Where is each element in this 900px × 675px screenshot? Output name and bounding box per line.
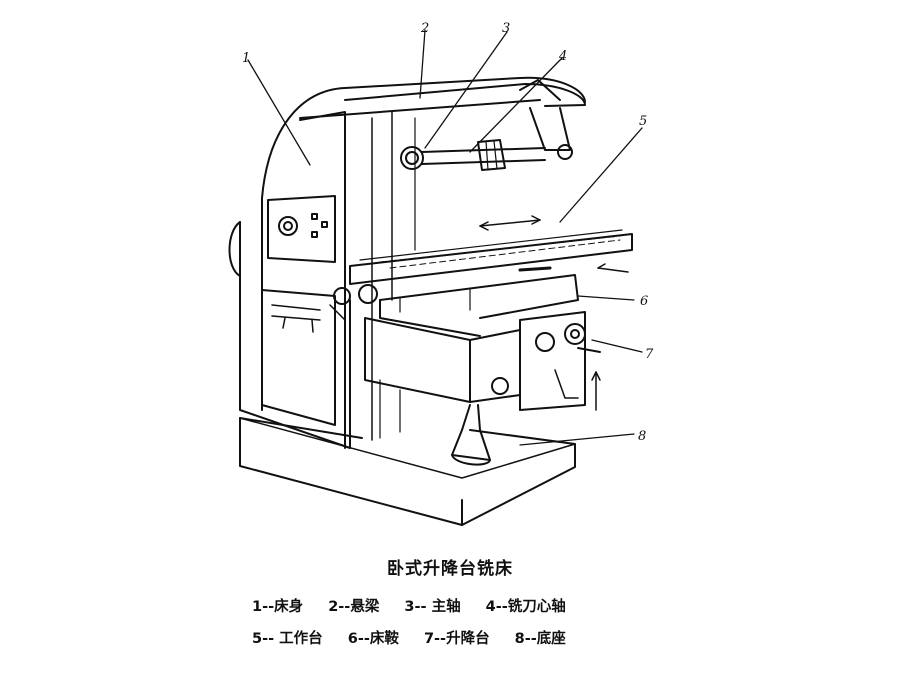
legend-item-spindle: 3-- 主轴 [404,599,461,615]
column-drawing [228,76,586,449]
spindle-arbor-drawing [400,139,546,171]
legend-item-saddle: 6--床鞍 [347,631,399,647]
callout-1: 1 [242,51,250,66]
saddle-drawing [379,274,579,337]
callout-6: 6 [640,294,648,309]
legend-row-1: 1--床身 2--悬梁 3-- 主轴 4--铣刀心轴 [252,595,566,616]
legend-item-worktable: 5-- 工作台 [252,631,323,647]
overarm-drawing [299,79,586,160]
legend-item-knee: 7--升降台 [423,631,490,647]
leader-lines [247,29,643,446]
legend-row-2: 5-- 工作台 6--床鞍 7--升降台 8--底座 [252,627,566,648]
callout-4: 4 [558,49,567,64]
callout-8: 8 [638,429,646,444]
knee-drawing [364,311,601,466]
legend-item-body: 1--床身 [252,599,304,615]
callout-7: 7 [645,347,654,362]
callout-5: 5 [639,114,647,129]
legend-item-base: 8--底座 [514,631,566,647]
base-drawing [239,417,576,526]
figure-caption: 卧式升降台铣床 [387,559,513,579]
callout-2: 2 [420,21,429,36]
legend-item-arbor: 4--铣刀心轴 [485,599,566,615]
legend-item-overarm: 2--悬梁 [328,599,380,615]
callout-3: 3 [502,21,510,36]
worktable-drawing [349,215,633,304]
